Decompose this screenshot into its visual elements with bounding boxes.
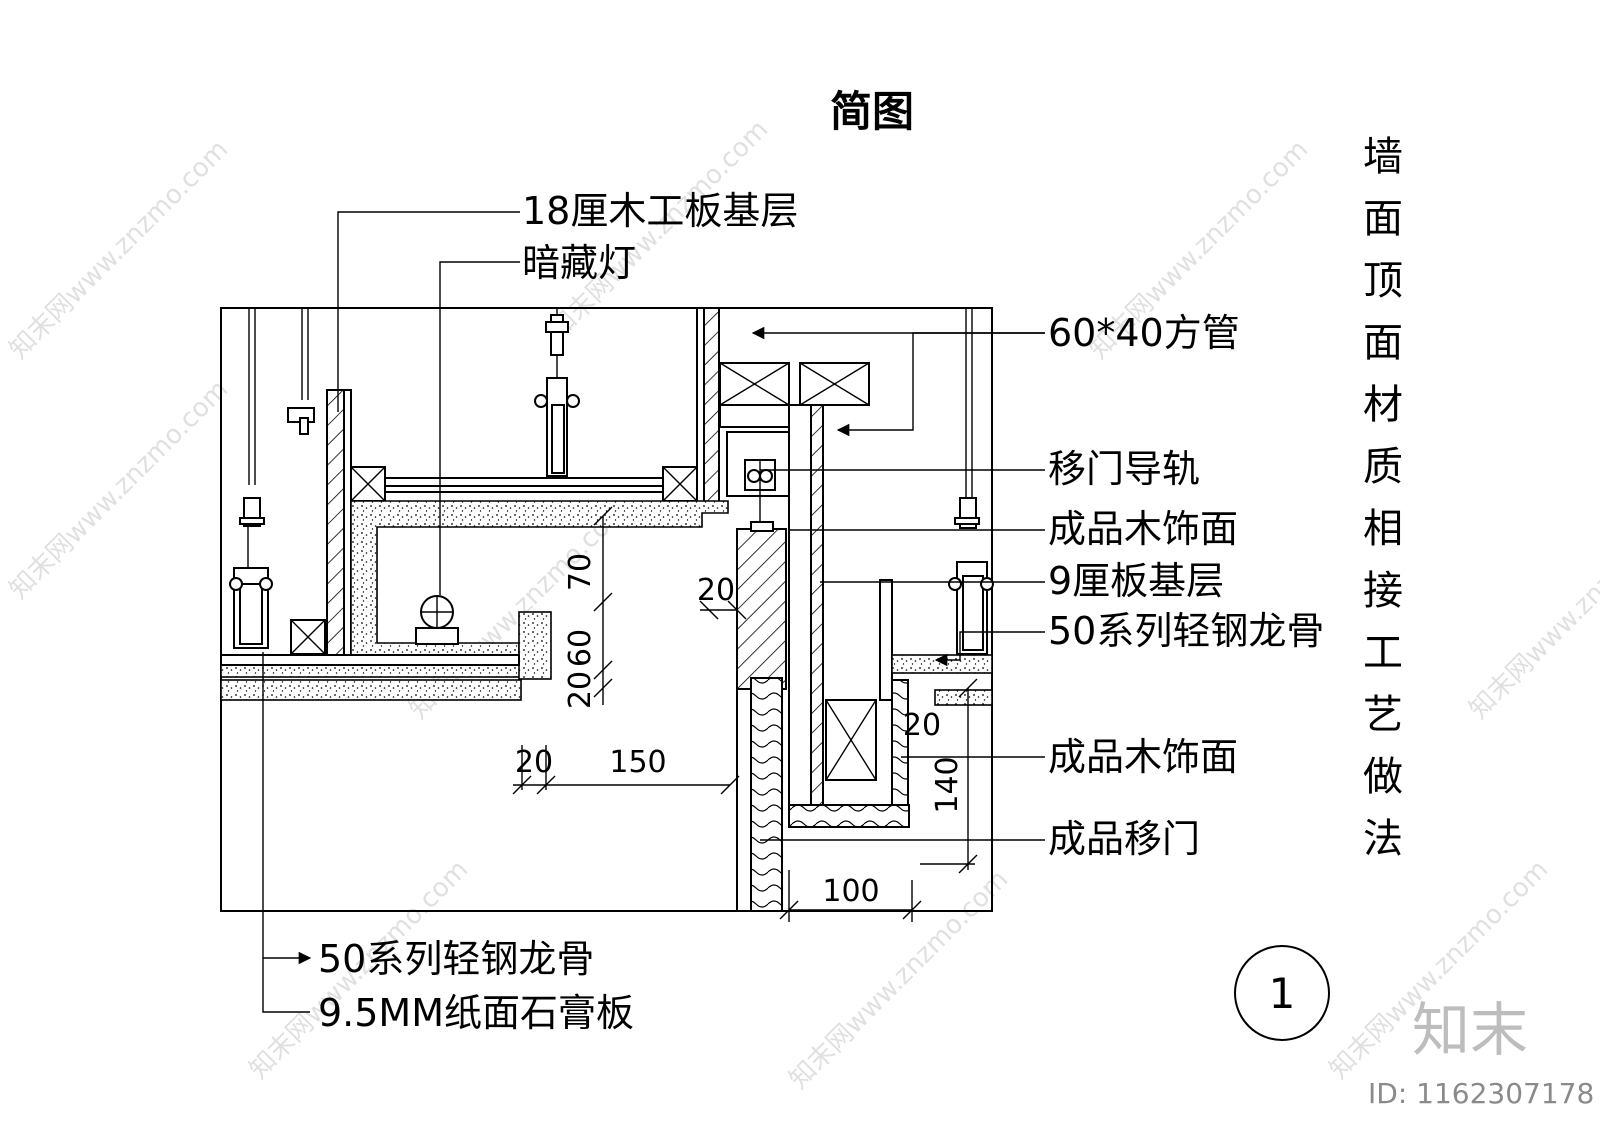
- svg-text:知末网www.znzmo.com: 知末网www.znzmo.com: [1464, 494, 1600, 725]
- label-sliding-door: 成品移门: [1048, 817, 1200, 861]
- svg-text:墙: 墙: [1363, 134, 1403, 180]
- label-sliding-rail: 移门导轨: [1048, 447, 1200, 491]
- sliding-door: [736, 521, 787, 912]
- svg-text:材: 材: [1363, 382, 1403, 428]
- svg-text:150: 150: [609, 745, 666, 780]
- square-tubes: [719, 362, 870, 525]
- label-board-9: 9厘板基层: [1048, 559, 1224, 603]
- svg-text:知末网www.znzmo.com: 知末网www.znzmo.com: [784, 864, 1015, 1095]
- svg-text:工: 工: [1363, 630, 1403, 676]
- svg-text:接: 接: [1363, 568, 1403, 614]
- svg-text:相: 相: [1363, 506, 1403, 552]
- svg-text:质: 质: [1363, 444, 1403, 490]
- drawing-frame: [220, 307, 993, 912]
- label-gypsum-board: 9.5MM纸面石膏板: [318, 991, 634, 1035]
- svg-text:60: 60: [563, 629, 598, 667]
- svg-text:140: 140: [930, 756, 965, 813]
- svg-text:20: 20: [563, 671, 598, 709]
- svg-text:20: 20: [903, 708, 941, 743]
- callout-leaders: [262, 211, 1045, 1013]
- svg-text:20: 20: [697, 573, 735, 608]
- svg-text:法: 法: [1363, 816, 1403, 862]
- label-board-18: 18厘木工板基层: [522, 189, 798, 233]
- svg-text:知末网www.znzmo.com: 知末网www.znzmo.com: [4, 134, 235, 365]
- hidden-light-fixture: [415, 595, 459, 645]
- callout-labels: 18厘木工板基层 暗藏灯 60*40方管 移门导轨 成品木饰面 9厘板基层 50…: [318, 189, 1324, 1035]
- label-square-tube: 60*40方管: [1048, 311, 1240, 355]
- svg-text:顶: 顶: [1363, 258, 1403, 304]
- svg-text:100: 100: [822, 874, 879, 909]
- dimension-values: 70 60 20 20 150 20 20 140 100: [515, 553, 965, 909]
- svg-text:知末网www.znzmo.com: 知末网www.znzmo.com: [4, 374, 235, 605]
- id-watermark: ID: 1162307178: [1368, 1077, 1594, 1110]
- svg-text:1: 1: [1269, 969, 1296, 1018]
- svg-text:面: 面: [1363, 320, 1403, 366]
- svg-text:艺: 艺: [1363, 692, 1403, 738]
- dimension-lines: [512, 506, 978, 922]
- ceiling-frame: [350, 307, 720, 504]
- svg-text:做: 做: [1363, 754, 1403, 800]
- drawing-title: 简图: [830, 87, 914, 136]
- svg-text:20: 20: [515, 745, 553, 780]
- label-hidden-light: 暗藏灯: [522, 241, 636, 285]
- label-wood-finish-1: 成品木饰面: [1048, 507, 1238, 551]
- detail-marker: 1: [1234, 945, 1330, 1041]
- label-wood-finish-2: 成品木饰面: [1048, 735, 1238, 779]
- svg-text:面: 面: [1363, 196, 1403, 242]
- gypsum-layers: [220, 500, 729, 701]
- right-wall-finish: [788, 404, 910, 828]
- left-hanger-assembly: [229, 308, 315, 649]
- brand-watermark: 知末: [1412, 996, 1528, 1064]
- center-hanger: [534, 308, 580, 477]
- right-hanger: [891, 308, 994, 706]
- svg-text:70: 70: [563, 553, 598, 591]
- label-steel-keel-right: 50系列轻钢龙骨: [1048, 609, 1324, 653]
- label-steel-keel-bottom: 50系列轻钢龙骨: [318, 937, 594, 981]
- vertical-title: 墙 面 顶 面 材 质 相 接 工 艺 做 法: [1363, 134, 1403, 862]
